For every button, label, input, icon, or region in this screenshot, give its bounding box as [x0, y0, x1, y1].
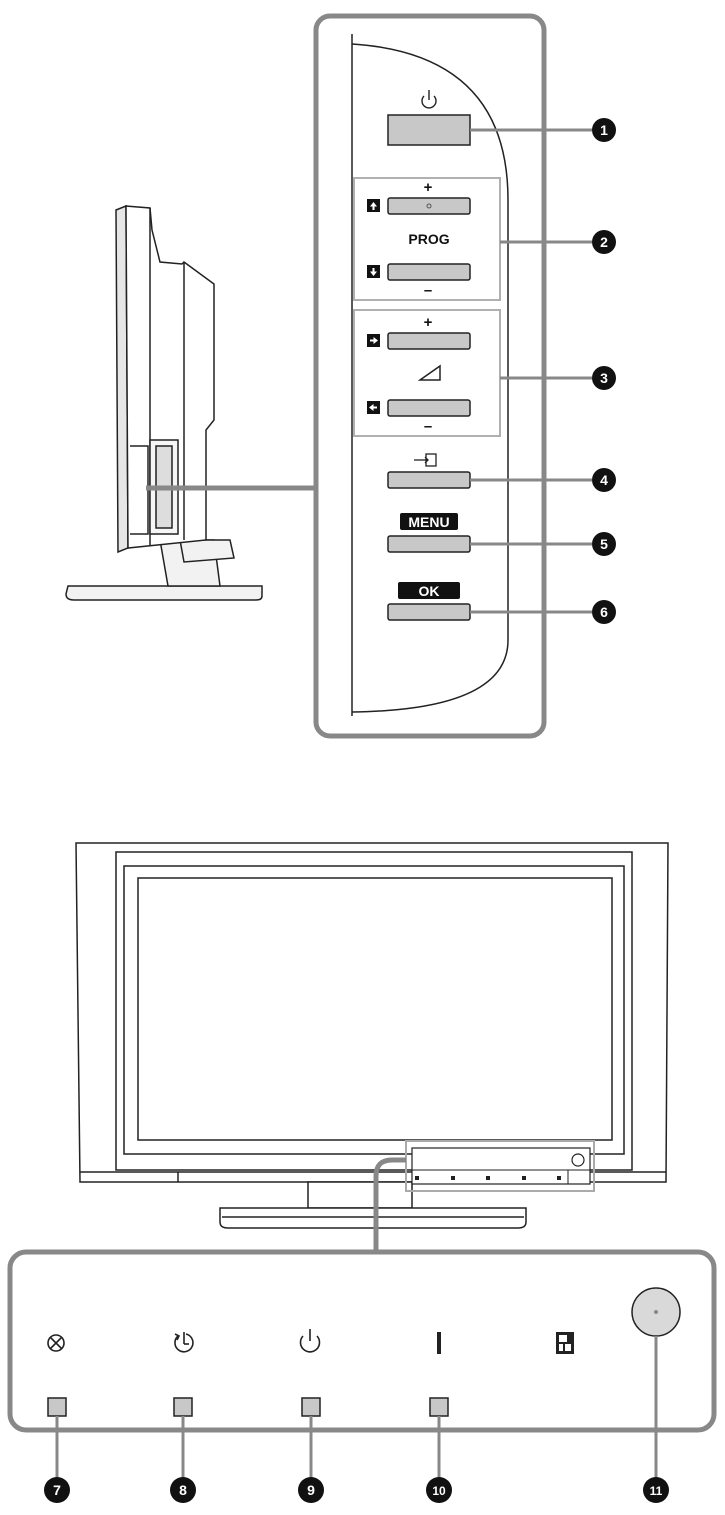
tv-side-view [65, 204, 263, 601]
power-on-indicator [429, 1397, 449, 1417]
prog-plus-sign: + [424, 179, 433, 196]
bottom-leader-lines [55, 1336, 658, 1478]
callout-11-label: 11 [650, 1484, 663, 1498]
callout-8 [170, 1477, 196, 1503]
front-connector-line [373, 1157, 406, 1252]
ok-label-box [398, 582, 460, 599]
callout-1 [592, 118, 616, 142]
callout-10 [426, 1477, 452, 1503]
input-source-icon [414, 453, 437, 467]
remote-sensor-icon [556, 1332, 574, 1354]
standby-indicator [301, 1397, 321, 1417]
picture-off-icon [47, 1334, 65, 1352]
front-indicator-panel [7, 1249, 717, 1433]
callout-2 [592, 230, 616, 254]
callout-10-label: 10 [432, 1484, 446, 1498]
callout-3 [592, 366, 616, 390]
callout-8-label: 8 [179, 1482, 187, 1498]
timer-icon [174, 1332, 194, 1353]
volume-up-button[interactable] [387, 332, 471, 350]
callout-4 [592, 468, 616, 492]
volume-triangle-icon [417, 364, 441, 381]
standby-icon [299, 1329, 321, 1353]
side-control-panel: + PROG – + – MENU OK [313, 13, 547, 739]
prog-up-button[interactable] [387, 197, 471, 215]
tv-front-view [75, 842, 669, 1229]
power-icon [421, 90, 437, 109]
volume-group-box [353, 309, 501, 437]
callout-3-label: 3 [600, 370, 608, 386]
tv-screen [137, 877, 613, 1141]
picture-off-indicator [47, 1397, 67, 1417]
volume-minus-sign: – [424, 418, 432, 435]
bottom-callouts: 7 8 9 10 11 [44, 1477, 669, 1503]
prog-minus-sign: – [424, 282, 432, 299]
timer-indicator [173, 1397, 193, 1417]
front-control-strip [405, 1140, 595, 1192]
callout-6 [592, 600, 616, 624]
input-button[interactable] [387, 471, 471, 489]
callout-4-label: 4 [600, 472, 608, 488]
power-on-bar-icon [437, 1332, 441, 1354]
callout-7-label: 7 [53, 1482, 61, 1498]
side-leader-lines [470, 128, 592, 614]
callout-11 [643, 1477, 669, 1503]
callout-5-label: 5 [600, 536, 608, 552]
callout-5 [592, 532, 616, 556]
menu-label-box [400, 513, 458, 530]
ok-label: OK [419, 583, 440, 599]
prog-label: PROG [408, 231, 449, 247]
callout-9-label: 9 [307, 1482, 315, 1498]
callout-7 [44, 1477, 70, 1503]
menu-button[interactable] [387, 535, 471, 553]
prog-group-box [353, 177, 501, 301]
callout-1-label: 1 [600, 122, 608, 138]
callout-6-label: 6 [600, 604, 608, 620]
volume-plus-sign: + [424, 314, 433, 331]
power-button[interactable] [387, 114, 471, 146]
callout-9 [298, 1477, 324, 1503]
side-callouts: 1 2 3 4 5 6 [592, 118, 616, 624]
callout-2-label: 2 [600, 234, 608, 250]
volume-down-button[interactable] [387, 399, 471, 417]
menu-label: MENU [408, 514, 449, 530]
ok-button[interactable] [387, 603, 471, 621]
prog-down-button[interactable] [387, 263, 471, 281]
